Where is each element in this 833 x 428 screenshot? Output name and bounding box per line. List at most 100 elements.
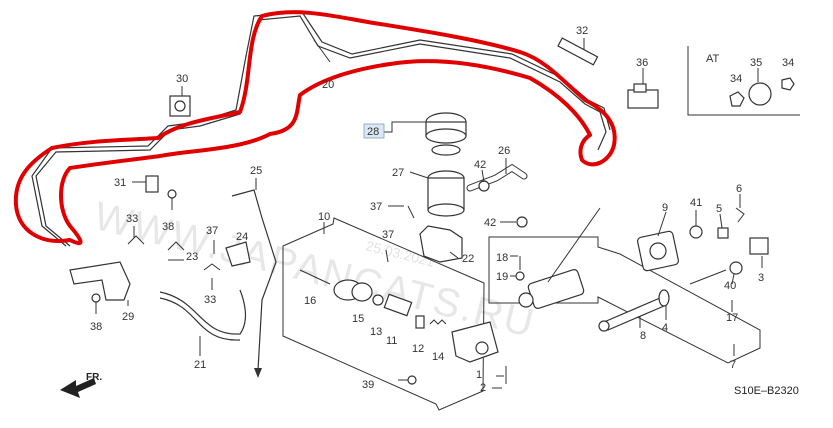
part-9-gasket-hole [649, 242, 667, 260]
fr-label: FR. [86, 372, 102, 383]
part-8-pushrod [603, 297, 665, 331]
callout-22: 22 [462, 253, 474, 265]
part-33-clamp-left [127, 235, 145, 245]
callout-12: 12 [412, 343, 424, 355]
clutch-pipe-20 [35, 15, 607, 247]
callout-40: 40 [724, 280, 736, 292]
callout-39: 39 [362, 379, 374, 391]
callout-34-right: 34 [782, 57, 794, 69]
part-16-pushrod [299, 269, 331, 285]
callout-27: 27 [392, 167, 404, 179]
part-14-spring [429, 319, 447, 325]
part-42-clip-lower [516, 216, 528, 228]
leader-42-upper [481, 169, 485, 183]
callout-10: 10 [318, 211, 330, 223]
callout-42-upper: 42 [474, 159, 486, 171]
callout-37-center: 37 [370, 201, 382, 213]
diagram-code: S10E–B2320 [734, 385, 799, 397]
leader-22 [449, 251, 459, 259]
part-40-nut [729, 261, 743, 275]
fr-arrow-icon [60, 378, 96, 398]
callout-28: 28 [367, 126, 379, 138]
callout-35: 35 [750, 57, 762, 69]
part-35-cap [748, 82, 772, 106]
red-highlight-outline [13, 10, 617, 246]
callout-29: 29 [122, 311, 134, 323]
part-34-nut-left [729, 91, 745, 107]
callout-14: 14 [432, 351, 444, 363]
leader-20 [313, 39, 331, 63]
part-30-ring [174, 100, 186, 112]
callout-2: 2 [480, 382, 486, 394]
callout-13: 13 [370, 326, 382, 338]
part-29-bracket [69, 261, 131, 301]
leader-5 [719, 213, 723, 229]
part-41-grommet [689, 225, 703, 239]
part-4-ring [658, 289, 670, 307]
callout-7: 7 [730, 359, 736, 371]
callout-18: 18 [496, 252, 508, 264]
callout-33-lower: 33 [204, 294, 216, 306]
leader-9 [657, 211, 667, 237]
callout-3: 3 [758, 272, 764, 284]
part-36-bracket [627, 89, 659, 109]
callout-17: 17 [726, 312, 738, 324]
part-master-cylinder-port [518, 292, 534, 308]
callout-33-left: 33 [126, 213, 138, 225]
leader-lines [127, 38, 763, 389]
part-23-clamp [167, 241, 185, 261]
part-21-hose-outer [159, 297, 241, 341]
part-24-bracket [225, 241, 251, 267]
callout-28-highlight [363, 123, 385, 139]
part-38-bolt-upper-head [167, 189, 177, 199]
part-33-clamp-lower [203, 263, 221, 271]
front-direction-arrow: FR. [60, 372, 102, 398]
part-37-bolt-center [407, 205, 415, 219]
part-28-cap-bottom [425, 128, 467, 144]
at-label: AT [706, 53, 720, 65]
part-39-bolt-head [407, 375, 417, 385]
callout-31: 31 [114, 177, 126, 189]
part-34-nut-right [781, 77, 795, 91]
part-6-clip [735, 207, 745, 223]
part-25-pipe [231, 189, 277, 371]
part-31-clip [145, 175, 159, 193]
watermark-text: WWW.JAPANCATS.RU [90, 194, 540, 346]
callout-25: 25 [250, 165, 262, 177]
callout-30: 30 [176, 73, 188, 85]
leader-27 [409, 171, 429, 179]
callout-8: 8 [640, 330, 646, 342]
callout-21: 21 [194, 359, 206, 371]
callout-4: 4 [662, 322, 668, 334]
callout-15: 15 [352, 313, 364, 325]
callout-38-lower: 38 [90, 321, 102, 333]
callout-19: 19 [496, 271, 508, 283]
part-27-reservoir-bottom [427, 203, 465, 217]
callout-6: 6 [736, 183, 742, 195]
callout-20: 20 [322, 79, 334, 91]
callout-41: 41 [690, 197, 702, 209]
assembly-frame-10 [282, 217, 485, 411]
part-19-washer [515, 271, 525, 281]
callout-16: 16 [304, 295, 316, 307]
part-38-bolt-lower-head [91, 293, 101, 303]
part-12-cup [415, 315, 425, 329]
part-17-bolt-shaft [689, 269, 727, 285]
part-36-tab [633, 83, 647, 93]
callout-labels: 1 2 3 4 5 6 7 8 9 10 11 12 13 14 15 16 1… [90, 25, 794, 394]
part-11-piston [383, 293, 413, 317]
part-13-ring [372, 294, 384, 306]
pipe-continue-arrow-icon [254, 368, 262, 378]
assembly-frame-7 [488, 236, 761, 364]
callout-1: 1 [476, 369, 482, 381]
part-8-clevis [598, 320, 610, 332]
callout-9: 9 [662, 202, 668, 214]
callout-26: 26 [498, 145, 510, 157]
callout-38-upper: 38 [162, 221, 174, 233]
part-21-hose [159, 289, 247, 335]
leader-28 [382, 121, 426, 133]
part-42-clip-upper [478, 180, 490, 192]
leader-40 [731, 273, 735, 285]
